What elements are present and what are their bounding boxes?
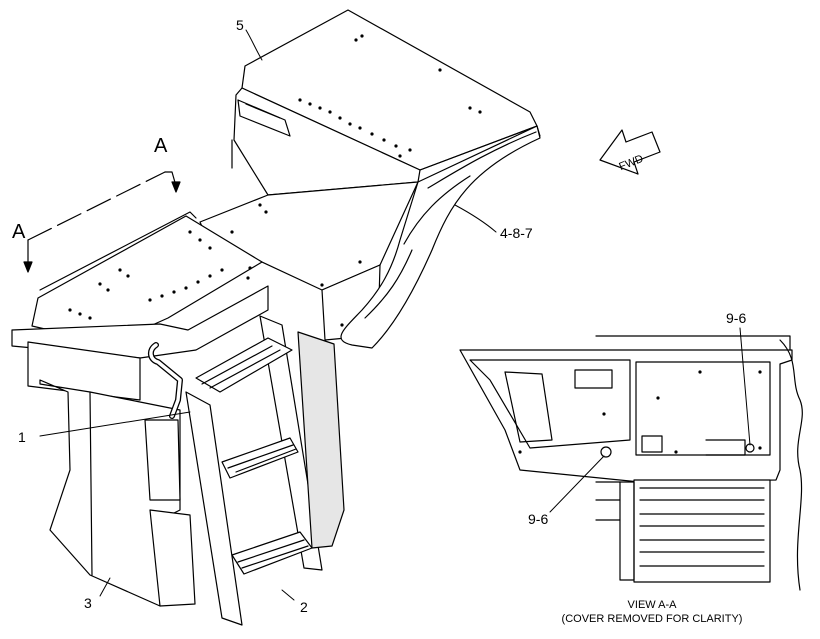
left-platform: [11, 211, 269, 401]
view-note: (COVER REMOVED FOR CLARITY): [562, 613, 743, 625]
rivet-dot: [408, 148, 412, 152]
rivet-dot: [198, 238, 202, 242]
rivet-dot: [468, 106, 472, 110]
rivet-dot: [758, 446, 762, 450]
rivet-dot: [308, 102, 312, 106]
rivet-dot: [230, 230, 234, 234]
rivet-dot: [160, 294, 164, 298]
ladder: [185, 315, 323, 626]
handrail: [148, 342, 183, 419]
rivet-dots: [68, 34, 762, 454]
section-line: [23, 171, 181, 273]
rivet-dot: [68, 308, 72, 312]
callout-5: 5: [236, 17, 244, 33]
rivet-dot: [246, 276, 250, 280]
rivet-dot: [126, 274, 130, 278]
rivet-dot: [758, 370, 762, 374]
rivet-dot: [78, 312, 82, 316]
rivet-dot: [358, 126, 362, 130]
rivet-dot: [348, 122, 352, 126]
leader-lines: [39, 29, 751, 601]
rivet-dot: [656, 396, 660, 400]
rivet-dot: [208, 246, 212, 250]
callout-4-8-7: 4-8-7: [500, 225, 533, 241]
rivet-dot: [358, 260, 362, 264]
rivet-dot: [98, 282, 102, 286]
rivet-dot: [88, 316, 92, 320]
lower-body: [39, 379, 196, 607]
rivet-dot: [248, 266, 252, 270]
section-mark-left: A: [12, 221, 26, 243]
rivet-dot: [318, 106, 322, 110]
callout-9-6-top: 9-6: [726, 310, 746, 326]
fwd-arrow-icon: FWD: [599, 129, 661, 175]
rivet-dot: [370, 132, 374, 136]
view-title: VIEW A-A: [628, 599, 678, 611]
rivet-dot: [184, 286, 188, 290]
rivet-dot: [118, 268, 122, 272]
view-a-a: [459, 335, 803, 591]
fender: [340, 125, 541, 349]
section-mark-top: A: [154, 135, 168, 157]
callout-3: 3: [84, 595, 92, 611]
rivet-dot: [208, 274, 212, 278]
callout-2: 2: [300, 599, 308, 615]
seal-strip: [297, 331, 345, 549]
rivet-dot: [196, 280, 200, 284]
rivet-dot: [394, 144, 398, 148]
callout-9-6-bottom: 9-6: [528, 511, 548, 527]
rivet-dot: [298, 98, 302, 102]
rivet-dot: [328, 110, 332, 114]
rivet-dot: [478, 110, 482, 114]
rivet-dot: [398, 154, 402, 158]
rivet-dot: [264, 210, 268, 214]
rivet-dot: [148, 298, 152, 302]
rivet-dot: [106, 288, 110, 292]
rivet-dot: [320, 283, 324, 287]
upper-cover: [231, 9, 541, 196]
rivet-dot: [602, 412, 606, 416]
rivet-dot: [438, 68, 442, 72]
rivet-dot: [338, 116, 342, 120]
rivet-dot: [674, 450, 678, 454]
callout-1: 1: [18, 429, 26, 445]
rivet-dot: [518, 450, 522, 454]
rivet-dot: [220, 268, 224, 272]
rivet-dot: [340, 323, 344, 327]
rivet-dot: [698, 370, 702, 374]
rivet-dot: [258, 203, 262, 207]
rivet-dot: [188, 230, 192, 234]
rivet-dot: [354, 38, 358, 42]
rivet-dot: [382, 138, 386, 142]
main-assembly: [11, 9, 541, 626]
rivet-dot: [172, 290, 176, 294]
rivet-dot: [360, 34, 364, 38]
